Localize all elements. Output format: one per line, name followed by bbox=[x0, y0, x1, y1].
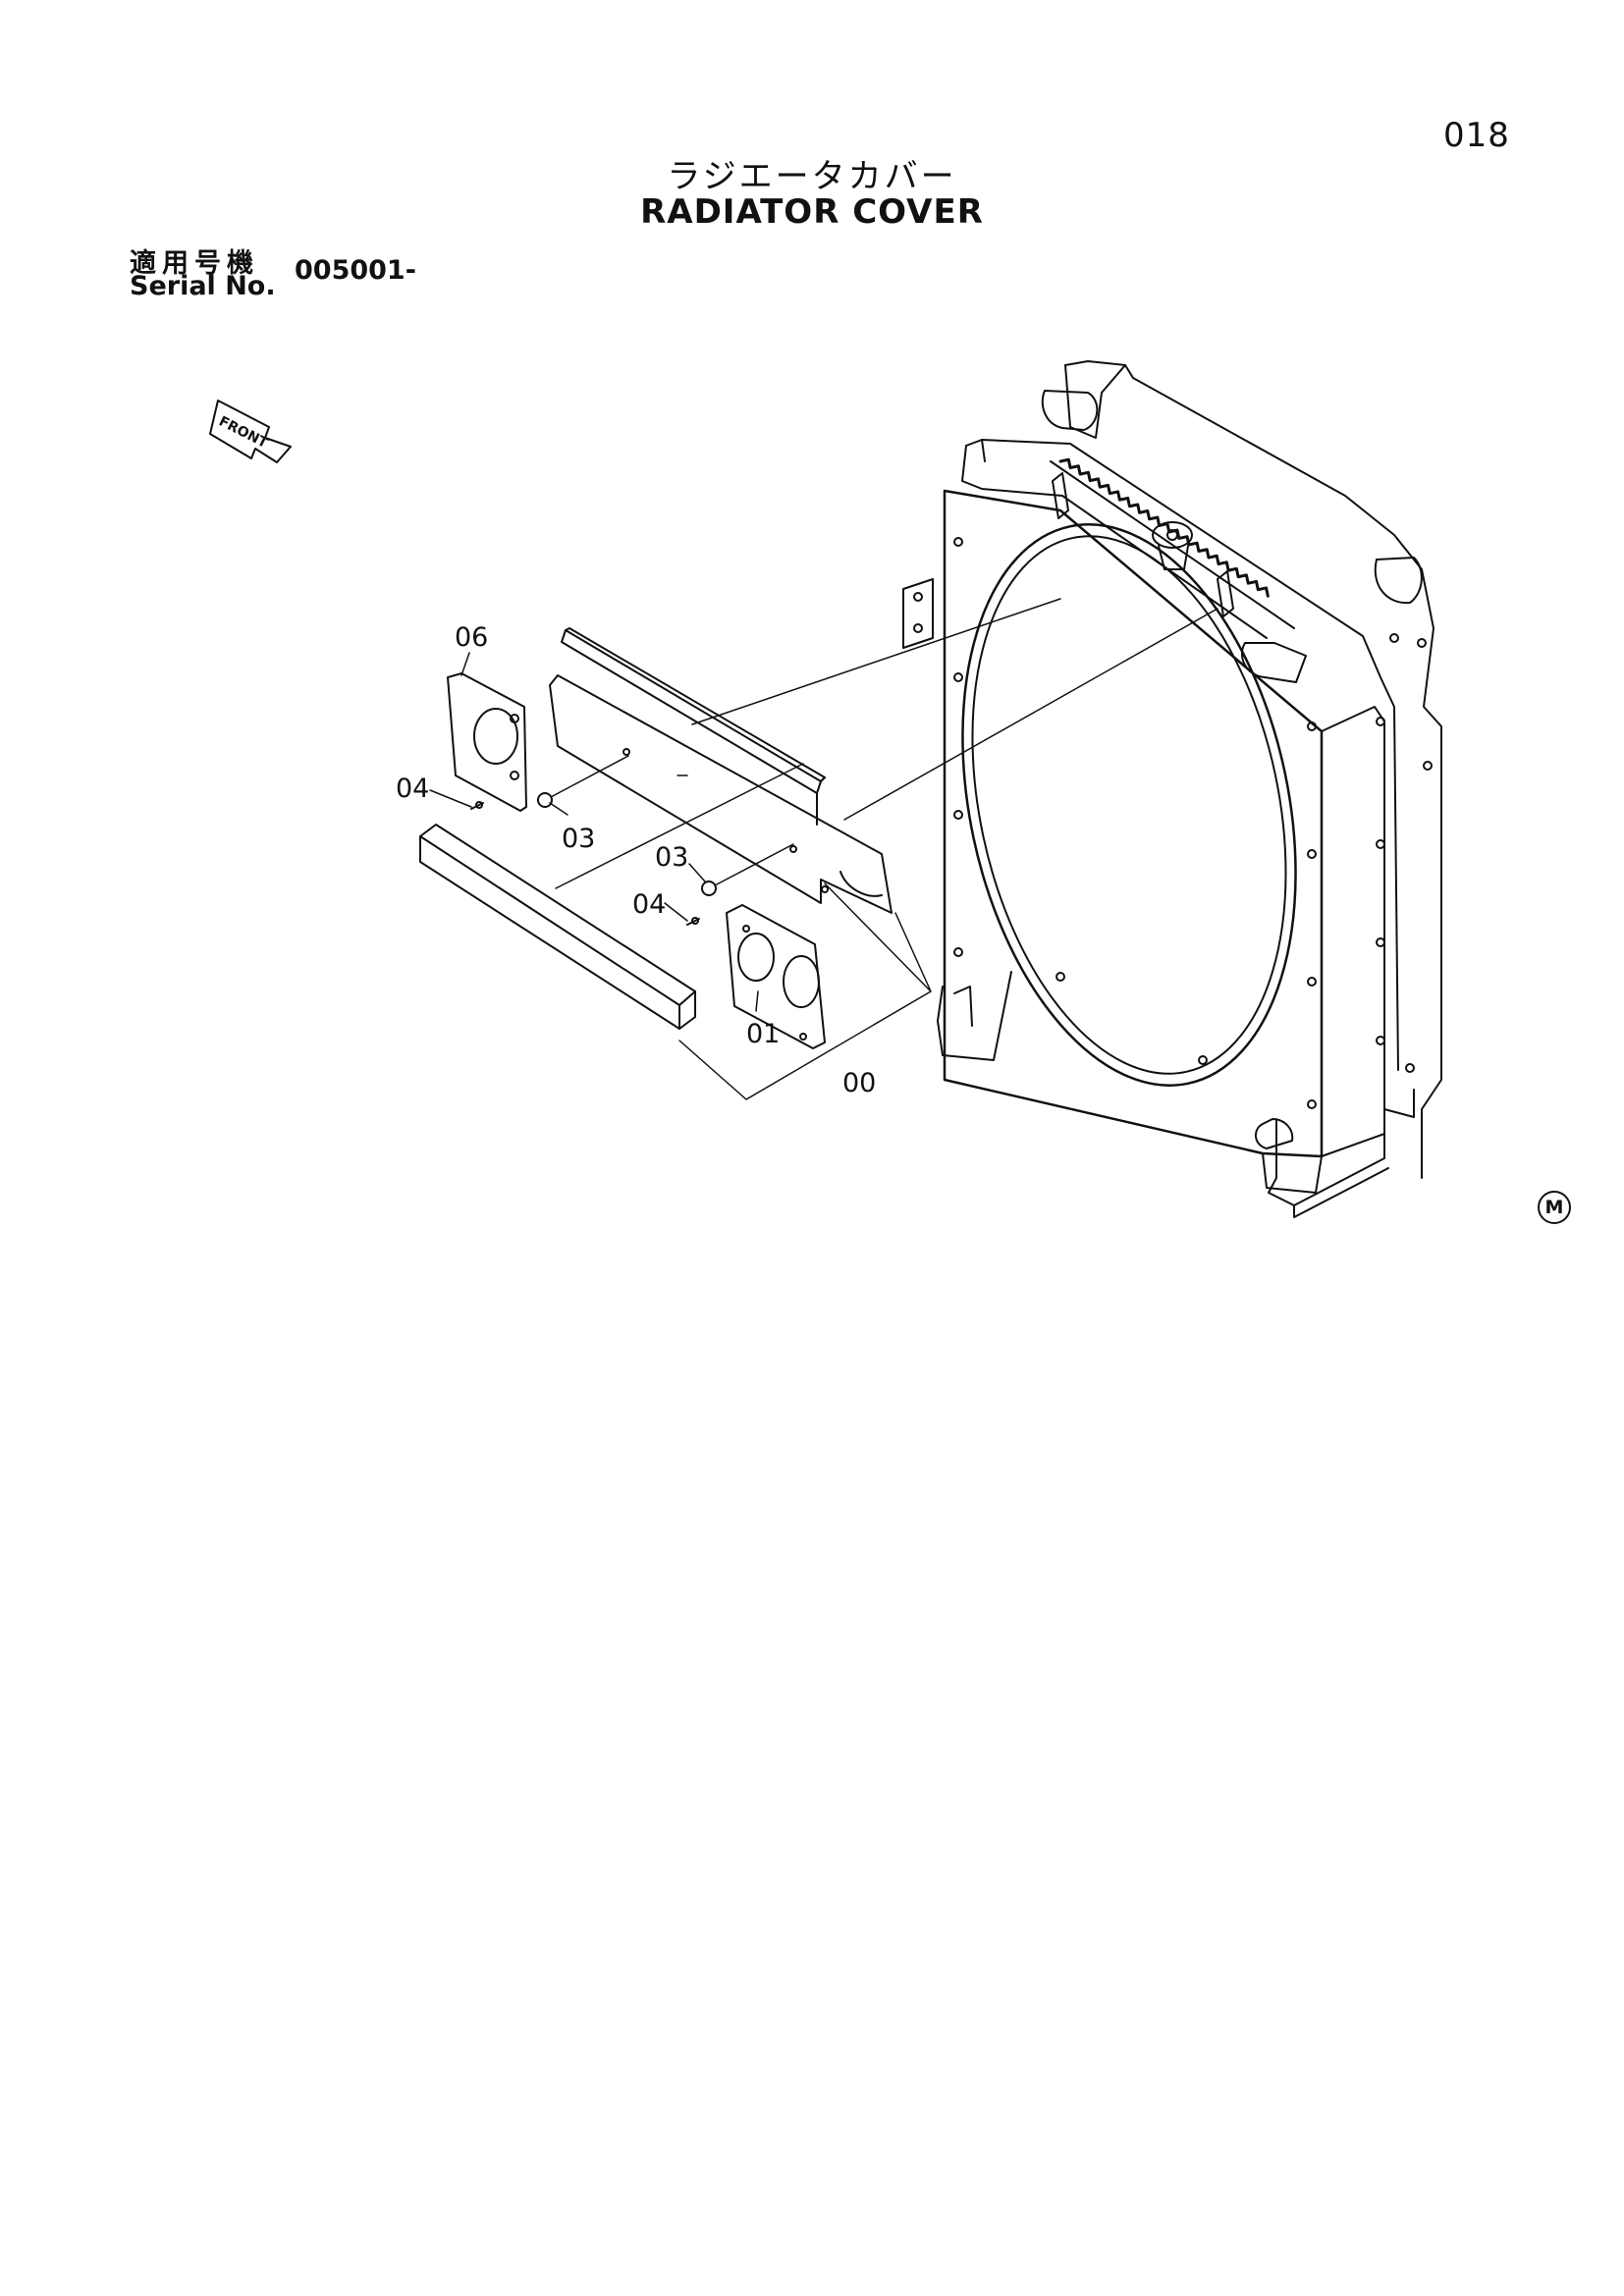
serial-label: Serial No. bbox=[130, 271, 276, 301]
callout-03-left: 03 bbox=[562, 824, 595, 854]
callout-01: 01 bbox=[746, 1019, 780, 1049]
callout-04-right: 04 bbox=[632, 889, 666, 920]
alignment-lines bbox=[555, 598, 1218, 889]
seal-strip bbox=[561, 627, 826, 826]
callout-03-right: 03 bbox=[655, 842, 688, 873]
foam-block bbox=[419, 824, 696, 1030]
page-number: 018 bbox=[1443, 116, 1510, 155]
page-title-japanese: ラジエータカバー bbox=[667, 157, 957, 196]
radiator-assembly bbox=[902, 360, 1442, 1218]
callout-labels: 06 04 03 03 04 01 00 bbox=[396, 622, 876, 1098]
callout-04-left: 04 bbox=[396, 774, 429, 804]
cover-panel bbox=[549, 674, 893, 914]
callout-06: 06 bbox=[455, 622, 488, 653]
circled-m-mark: M bbox=[1538, 1191, 1571, 1224]
callout-00: 00 bbox=[842, 1068, 876, 1098]
front-arrow-icon: FRONT bbox=[209, 400, 292, 463]
page-title: RADIATOR COVER bbox=[640, 192, 984, 232]
front-label: FRONT bbox=[216, 413, 270, 452]
plate-01 bbox=[726, 904, 826, 1049]
serial-value: 005001- bbox=[295, 255, 416, 286]
serial-label-japanese: 適用号機 bbox=[130, 248, 259, 279]
plate-06 bbox=[447, 672, 527, 812]
fasteners bbox=[470, 755, 794, 926]
callout-leaders bbox=[429, 652, 932, 1100]
